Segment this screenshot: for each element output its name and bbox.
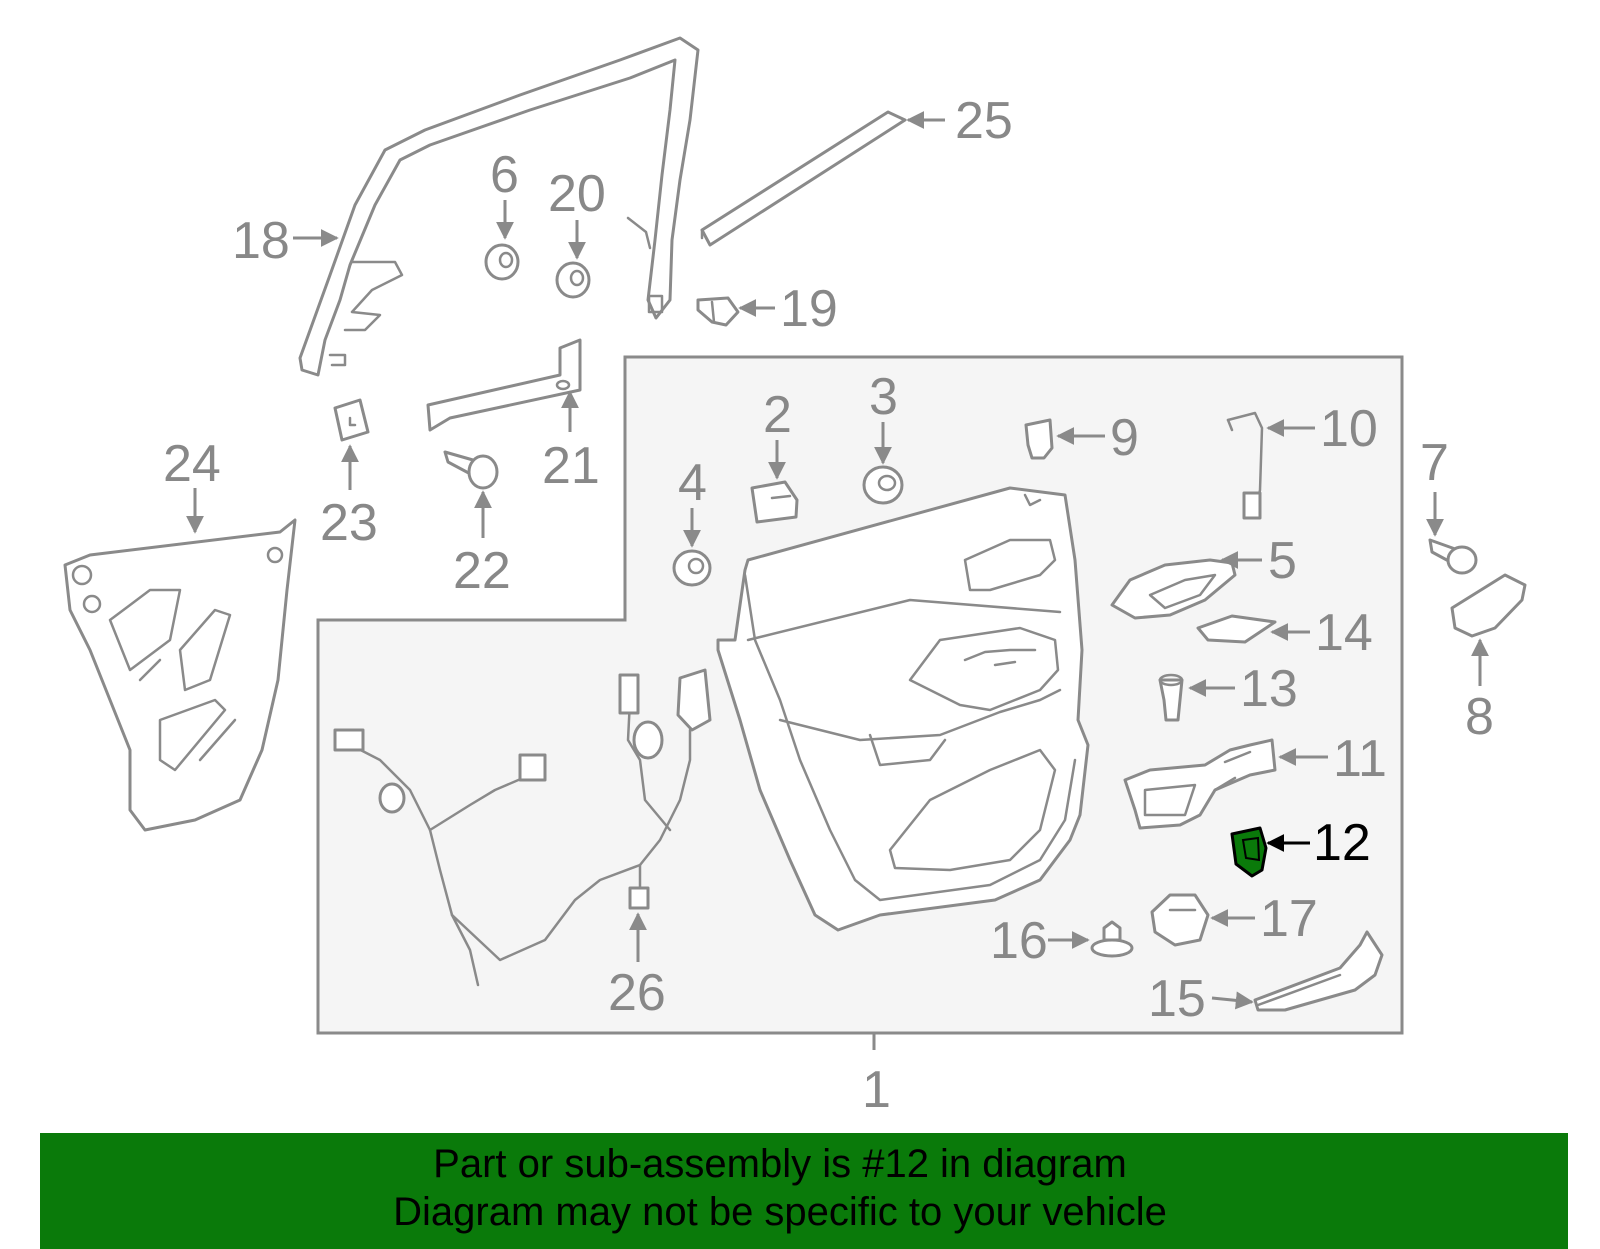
callout-label-9: 9 [1110, 409, 1139, 467]
part-22-screw [443, 450, 499, 490]
part-9-pin [1024, 418, 1054, 460]
callout-label-14: 14 [1315, 604, 1373, 662]
callout-label-20: 20 [548, 165, 606, 223]
part-20-grommet [555, 261, 591, 299]
callout-label-25: 25 [955, 92, 1013, 150]
part-23-clip [333, 398, 370, 442]
part-21-bracket [426, 338, 582, 432]
callout-label-3: 3 [869, 368, 898, 426]
callout-label-24: 24 [163, 435, 221, 493]
part-11-switch-bezel [1123, 738, 1277, 830]
part-5-interior-handle [1110, 558, 1237, 620]
callout-label-13: 13 [1240, 660, 1298, 718]
callout-label-21: 21 [542, 437, 600, 495]
part-8-cover [1450, 573, 1527, 638]
callout-label-23: 23 [320, 494, 378, 552]
part-10-cable [1226, 411, 1264, 520]
part-26-wiring-harness [333, 668, 712, 987]
part-12-highlighted[interactable] [1230, 826, 1268, 878]
callout-label-5: 5 [1268, 532, 1297, 590]
callout-label-12-highlighted: 12 [1313, 814, 1371, 872]
callout-label-6: 6 [490, 146, 519, 204]
callout-label-8: 8 [1465, 688, 1494, 746]
callout-label-19: 19 [780, 280, 838, 338]
callout-label-22: 22 [453, 542, 511, 600]
part-19-clip [696, 296, 740, 327]
callout-label-15: 15 [1148, 970, 1206, 1028]
part-15-garnish [1253, 930, 1384, 1012]
part-16-pin [1090, 920, 1134, 958]
callout-label-11: 11 [1333, 730, 1387, 788]
part-25-weatherstrip [700, 110, 907, 247]
part-6-grommet [484, 243, 520, 281]
callout-label-16: 16 [990, 912, 1048, 970]
part-1-door-trim-panel [716, 486, 1090, 932]
banner-part-message: Part or sub-assembly is #12 in diagram [433, 1142, 1127, 1186]
callout-label-18: 18 [232, 212, 290, 270]
part-13-screw [1158, 673, 1184, 722]
part-3-grommet [862, 465, 904, 505]
part-7-screw [1428, 538, 1478, 575]
info-banner: Part or sub-assembly is #12 in diagram D… [40, 1133, 1568, 1249]
part-14-pad [1196, 614, 1277, 644]
callout-label-10: 10 [1320, 400, 1378, 458]
callout-label-26: 26 [608, 964, 666, 1022]
callout-label-17: 17 [1260, 890, 1318, 948]
part-18-window-frame [298, 36, 700, 377]
callout-label-4: 4 [678, 454, 707, 512]
banner-disclaimer: Diagram may not be specific to your vehi… [393, 1190, 1167, 1234]
part-24-deflector [63, 518, 297, 832]
part-17-clip [1150, 893, 1210, 947]
callout-label-1: 1 [862, 1061, 891, 1119]
part-2-clip [750, 480, 799, 524]
part-4-grommet [672, 549, 712, 587]
leader-15 [1211, 991, 1254, 1010]
callout-label-7: 7 [1420, 434, 1449, 492]
callout-label-2: 2 [763, 386, 792, 444]
